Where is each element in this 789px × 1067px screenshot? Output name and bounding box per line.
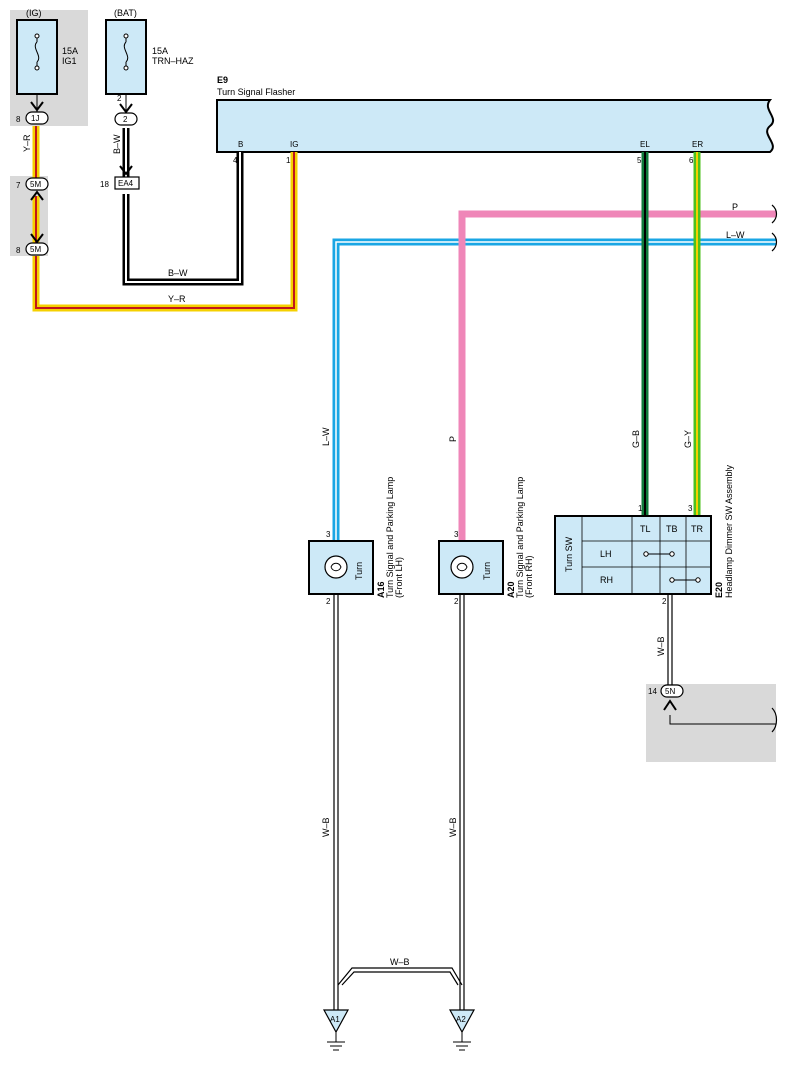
connector-ea4-label: EA4 (118, 179, 134, 188)
wire-label-yr-horizontal: Y–R (168, 294, 186, 304)
switch-row-rh: RH (600, 575, 613, 585)
wire-label-bw-horizontal: B–W (168, 268, 188, 278)
switch-col-tl: TL (640, 524, 651, 534)
lamp-a16-pin-bottom: 2 (326, 597, 331, 606)
flasher-pin-er-name: ER (692, 140, 703, 149)
lamp-a20-name: Turn Signal and Parking Lamp (515, 477, 525, 598)
bat-fuse-icon (123, 33, 129, 71)
lamp-a16-label: Turn (354, 562, 364, 580)
connector-5n-label: 5N (665, 687, 675, 696)
lamp-a16: 3 Turn 2 A16 Turn Signal and Parking Lam… (308, 477, 404, 606)
switch-pin-tb: 2 (662, 597, 667, 606)
bat-fuse-box (105, 19, 147, 95)
switch-name: Headlamp Dimmer SW Assembly (724, 464, 734, 598)
connector-2-pin: 2 (117, 94, 122, 103)
wire-label-p-vertical: P (448, 436, 458, 442)
flasher-pin-ig-num: 1 (286, 156, 291, 165)
connector-1j-label: 1J (31, 114, 39, 123)
wire-label-wb-center: W–B (448, 817, 458, 837)
flasher-pin-ig-name: IG (290, 140, 298, 149)
connector-ea4-pin: 18 (100, 180, 109, 189)
wire-break-marks (771, 204, 778, 733)
ground-a1: A1 (322, 1009, 350, 1051)
flasher-pin-el-num: 5 (637, 156, 642, 165)
lamp-a16-name: Turn Signal and Parking Lamp (385, 477, 395, 598)
bat-fuse-name: TRN–HAZ (152, 56, 194, 66)
flasher-pin-b-num: 4 (233, 156, 238, 165)
switch-code: E20 (714, 582, 724, 598)
ground-a1-label: A1 (330, 1015, 340, 1024)
wire-label-yr-vertical: Y–R (22, 134, 32, 152)
lamp-a20-code: A20 (506, 581, 516, 598)
wire-label-gb-vertical: G–B (631, 430, 641, 448)
lamp-a16-bulb-icon (324, 555, 348, 579)
switch-row-lh: LH (600, 549, 612, 559)
wire-p (458, 210, 776, 540)
switch-col-tb: TB (666, 524, 678, 534)
flasher-pin-b-name: B (238, 140, 243, 149)
flasher-name: Turn Signal Flasher (217, 87, 295, 97)
wire-wb (333, 594, 776, 1010)
wire-label-gy-vertical: G–Y (683, 430, 693, 448)
ig-fuse-rating: 15A (62, 46, 78, 56)
lamp-a20-side: (Front RH) (524, 555, 534, 598)
wire-label-wb-bottom: W–B (390, 957, 410, 967)
lamp-a16-side: (Front LH) (394, 557, 404, 598)
lamp-a20-label: Turn (482, 562, 492, 580)
wire-label-wb-left: W–B (321, 817, 331, 837)
ground-a2: A2 (448, 1009, 476, 1051)
connector-5n-pin: 14 (648, 687, 657, 696)
wire-yr (32, 126, 298, 312)
lamp-a20: 3 Turn 2 A20 Turn Signal and Parking Lam… (438, 477, 534, 606)
wire-bw (122, 128, 244, 286)
wire-label-p-right: P (732, 202, 738, 212)
ig-fuse-box (16, 19, 58, 95)
bat-source-label: (BAT) (114, 8, 137, 18)
lamp-a16-pin-top: 3 (326, 530, 331, 539)
connector-5m-top-pin: 7 (16, 181, 21, 190)
switch-box (554, 515, 712, 595)
connector-1j-pin: 8 (16, 115, 21, 124)
wire-label-lw-right: L–W (726, 230, 745, 240)
switch-e20: 1 3 Turn SW TL TB TR LH RH 2 E20 Headlam… (554, 464, 734, 606)
connector-5m-bottom: 5M 8 (16, 233, 49, 256)
ground-a2-label: A2 (456, 1015, 466, 1024)
lamp-a16-code: A16 (376, 581, 386, 598)
ig-source-label: (IG) (26, 8, 42, 18)
connector-2-label: 2 (123, 115, 128, 124)
lamp-a20-pin-top: 3 (454, 530, 459, 539)
switch-pin-tr: 3 (688, 504, 693, 513)
switch-col-tr: TR (691, 524, 703, 534)
flasher-pin-er-num: 6 (689, 156, 694, 165)
switch-rh-contact (669, 577, 701, 583)
lamp-a20-bulb-icon (450, 555, 474, 579)
connector-5m-top: 5M 7 (16, 177, 49, 201)
connector-5m-bottom-pin: 8 (16, 246, 21, 255)
flasher-code: E9 (217, 75, 228, 85)
connector-5m-bottom-label: 5M (30, 245, 41, 254)
switch-pin-tl: 1 (638, 504, 643, 513)
connector-5n: 5N 14 (648, 684, 684, 711)
wire-label-wb-5n: W–B (656, 636, 666, 656)
connector-1j: 1J 8 (16, 101, 49, 125)
connector-5m-top-label: 5M (30, 180, 41, 189)
switch-lh-contact (643, 551, 675, 557)
wire-label-lw-vertical: L–W (321, 427, 331, 446)
wire-label-bw-vertical: B–W (112, 134, 122, 154)
connector-2: 2 2 (114, 94, 138, 126)
flasher-box (216, 99, 775, 153)
wire-lw (332, 238, 776, 540)
flasher-pin-el-name: EL (640, 140, 650, 149)
switch-side-label: Turn SW (564, 536, 574, 572)
bat-fuse-rating: 15A (152, 46, 168, 56)
ig-fuse-name: IG1 (62, 56, 77, 66)
lamp-a20-pin-bottom: 2 (454, 597, 459, 606)
ig-fuse-icon (34, 33, 40, 71)
connector-ea4: EA4 18 (100, 165, 140, 190)
